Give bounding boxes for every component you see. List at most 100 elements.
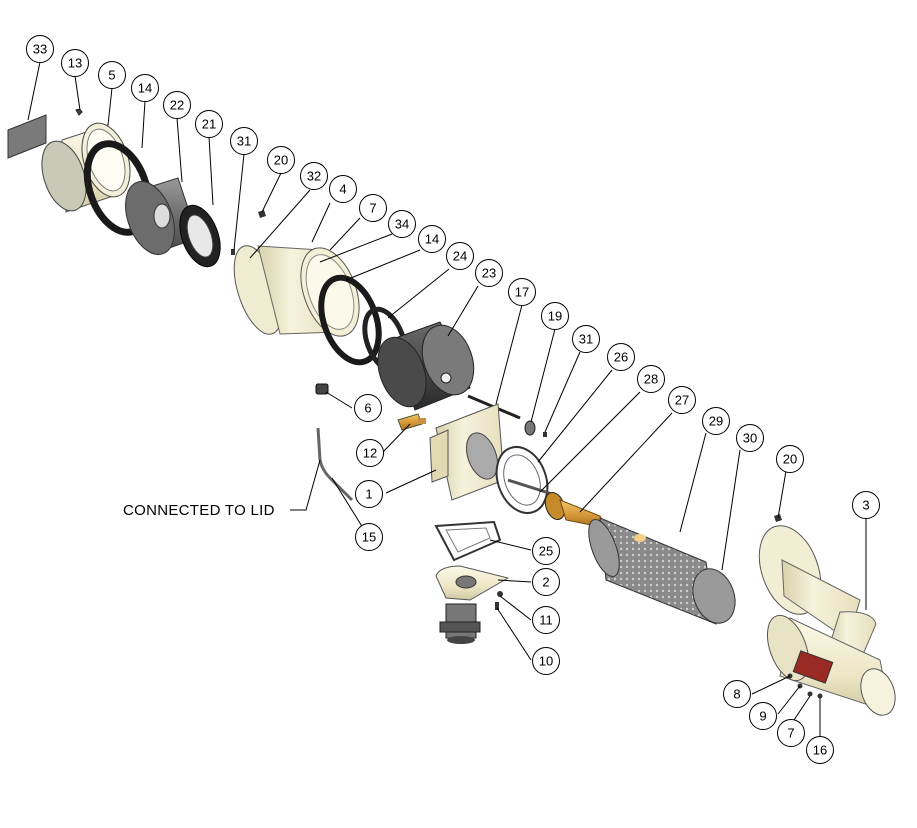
callout-label: 16 [813, 743, 827, 758]
part-11-bolt [497, 591, 503, 597]
callout-23: 23 [475, 259, 503, 287]
callout-label: 3 [862, 498, 869, 513]
callout-label: 26 [614, 350, 628, 365]
callout-1: 1 [355, 480, 383, 508]
callout-circle [98, 61, 126, 89]
part-base-coupling [439, 603, 481, 644]
callout-label: 31 [237, 134, 251, 149]
part-26-gasket-plate [495, 446, 549, 514]
callout-circle [572, 325, 600, 353]
callout-34: 34 [388, 210, 416, 238]
callout-circle [26, 35, 54, 63]
callout-label: 17 [515, 285, 529, 300]
callout-17: 17 [508, 278, 536, 306]
callout-circle [532, 568, 560, 596]
callout-circle [668, 386, 696, 414]
callout-8: 8 [723, 680, 751, 708]
part-1-pump-housing [429, 403, 505, 501]
callout-label: 5 [108, 68, 115, 83]
callout-label: 24 [453, 249, 467, 264]
note-connected-to-lid: CONNECTED TO LID [123, 502, 275, 519]
callout-circle [749, 702, 777, 730]
part-3-outlet-housing [758, 525, 896, 716]
callout-33: 33 [26, 35, 54, 63]
callout-label: 30 [743, 431, 757, 446]
callout-circle [195, 110, 223, 138]
part-20-screw-a [258, 210, 266, 218]
callout-circle [267, 146, 295, 174]
callout-label: 12 [363, 446, 377, 461]
callout-14b: 14 [418, 225, 446, 253]
leader-lines [27, 61, 867, 736]
callout-label: 25 [539, 544, 553, 559]
callout-circle [806, 736, 834, 764]
callout-label: 14 [425, 232, 439, 247]
callout-5: 5 [98, 61, 126, 89]
callout-circle [61, 49, 89, 77]
callout-2: 2 [532, 568, 560, 596]
callout-circle [354, 394, 382, 422]
callout-label: 6 [364, 401, 371, 416]
part-15-tube [316, 427, 354, 502]
callout-circle [355, 480, 383, 508]
callout-label: 29 [709, 414, 723, 429]
part-33-label-plate [7, 114, 47, 159]
callout-13: 13 [61, 49, 89, 77]
callout-25: 25 [532, 537, 560, 565]
part-6-knob [315, 383, 329, 395]
part-25-gasket [434, 520, 502, 562]
callout-circle [532, 647, 560, 675]
callout-label: 9 [759, 709, 766, 724]
callout-29: 29 [702, 407, 730, 435]
callout-14a: 14 [131, 74, 159, 102]
callout-7a: 7 [359, 194, 387, 222]
callout-24: 24 [446, 242, 474, 270]
part-30-end-disk [692, 568, 736, 624]
callout-label: 23 [482, 266, 496, 281]
callout-7b: 7 [777, 719, 805, 747]
callout-circle [356, 439, 384, 467]
callout-11: 11 [532, 606, 560, 634]
callout-26: 26 [607, 343, 635, 371]
callout-label: 15 [362, 530, 376, 545]
callout-22: 22 [163, 91, 191, 119]
callout-label: 34 [395, 217, 409, 232]
callout-31a: 31 [230, 127, 258, 155]
callout-label: 31 [579, 332, 593, 347]
callout-12: 12 [356, 439, 384, 467]
callout-3: 3 [852, 491, 880, 519]
part-31-pin-a [231, 249, 235, 255]
part-28-shaft [507, 478, 553, 496]
callout-circle [359, 194, 387, 222]
callout-label: 20 [783, 452, 797, 467]
callout-label: 7 [369, 201, 376, 216]
callout-label: 7 [787, 726, 794, 741]
part-29-screen-basket [588, 517, 717, 625]
callout-circle [607, 343, 635, 371]
part-12-fitting [397, 413, 426, 431]
callout-circle [541, 302, 569, 330]
callout-6: 6 [354, 394, 382, 422]
part-10-bolt [495, 602, 499, 610]
callout-31b: 31 [572, 325, 600, 353]
callout-label: 27 [675, 393, 689, 408]
callout-label: 14 [138, 81, 152, 96]
callout-circle [300, 162, 328, 190]
callout-circle [355, 523, 383, 551]
callout-label: 1 [365, 487, 372, 502]
callout-20a: 20 [267, 146, 295, 174]
callout-label: 22 [170, 98, 184, 113]
callout-circle [777, 719, 805, 747]
callout-label: 33 [33, 42, 47, 57]
callout-bubbles: 3313514222131203247341424231719312628272… [26, 35, 880, 764]
part-13-screw [75, 108, 83, 116]
callout-circle [418, 225, 446, 253]
callout-label: 11 [539, 613, 553, 628]
callout-28: 28 [637, 365, 665, 393]
callout-20b: 20 [776, 445, 804, 473]
callout-circle [637, 365, 665, 393]
callout-label: 28 [644, 372, 658, 387]
callout-10: 10 [532, 647, 560, 675]
part-19-washer [524, 420, 536, 436]
callout-circle [230, 127, 258, 155]
